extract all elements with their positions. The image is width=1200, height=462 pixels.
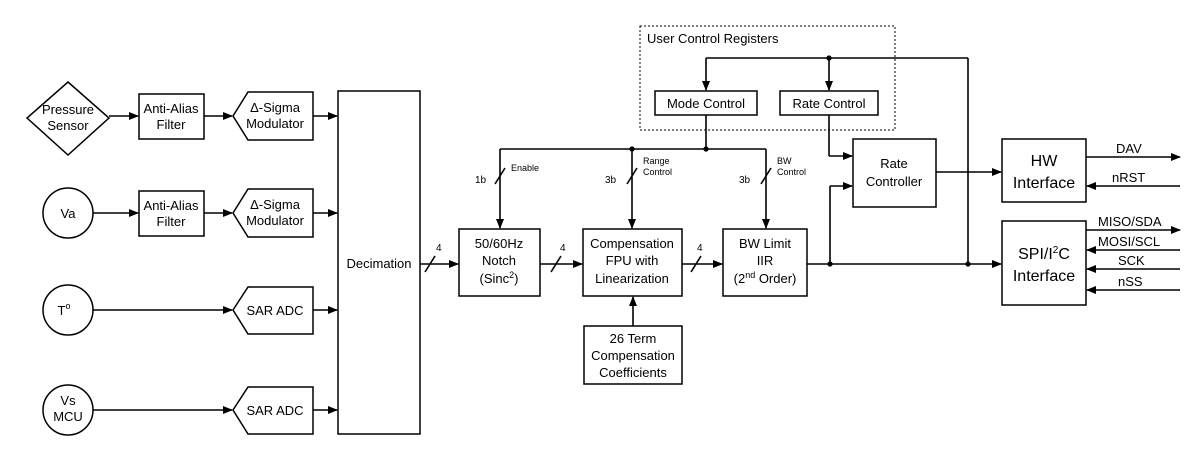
anti-alias-filter-1: Anti-Alias Filter: [138, 93, 205, 140]
va-source: Va: [42, 187, 94, 239]
mod2-label-1: Δ-Sigma: [250, 197, 301, 212]
temperature-label: To: [58, 301, 71, 318]
pressure-sensor-label-2: Sensor: [47, 118, 89, 133]
hw-interface: HW Interface: [1001, 138, 1087, 203]
connections: [93, 55, 1181, 414]
rate-control: Rate Control: [779, 90, 879, 116]
signal-sck: SCK: [1118, 253, 1145, 268]
bw-control-label-2: Control: [777, 167, 806, 177]
bus-width-3: 4: [697, 243, 703, 254]
va-label: Va: [61, 206, 77, 221]
notch-label-2: Notch: [482, 253, 516, 268]
signal-labels: DAV nRST MISO/SDA MOSI/SCL SCK nSS: [1098, 141, 1162, 289]
bw-label-1: BW Limit: [739, 236, 791, 251]
rate-control-label: Rate Control: [793, 96, 866, 111]
comp-label-2: FPU with: [606, 253, 659, 268]
user-control-registers: User Control Registers: [639, 25, 896, 131]
decimation-label: Decimation: [346, 256, 411, 271]
range-label-2: Control: [643, 167, 672, 177]
range-bits: 3b: [605, 175, 617, 186]
signal-nss: nSS: [1118, 274, 1143, 289]
mode-control: Mode Control: [654, 90, 758, 116]
mod2-label-2: Modulator: [246, 213, 304, 228]
aa2-label-1: Anti-Alias: [144, 198, 199, 213]
vs-mcu-source: Vs MCU: [42, 384, 94, 436]
ucr-label: User Control Registers: [647, 31, 779, 46]
rate-controller-label-1: Rate: [880, 156, 907, 171]
aa2-label-2: Filter: [157, 214, 187, 229]
delta-sigma-modulator-1: Δ-Sigma Modulator: [232, 91, 314, 141]
bus-width-1: 4: [436, 243, 442, 254]
pressure-sensor-label-1: Pressure: [42, 102, 94, 117]
mod1-label-1: Δ-Sigma: [250, 100, 301, 115]
bw-limit-iir: BW Limit IIR (2nd Order): [722, 228, 808, 297]
sar-adc-1: SAR ADC: [232, 286, 314, 335]
sar-adc-2: SAR ADC: [232, 386, 314, 435]
sar1-label: SAR ADC: [246, 303, 303, 318]
range-label-1: Range: [643, 156, 670, 166]
compensation-fpu: Compensation FPU with Linearization: [582, 228, 683, 297]
signal-mosi-scl: MOSI/SCL: [1098, 234, 1160, 249]
delta-sigma-modulator-2: Δ-Sigma Modulator: [232, 188, 314, 238]
comp-label-1: Compensation: [590, 236, 674, 251]
comp-label-3: Linearization: [595, 271, 669, 286]
signal-miso-sda: MISO/SDA: [1098, 214, 1162, 229]
decimation-block: Decimation: [337, 90, 421, 435]
bw-control-label-1: BW: [777, 156, 792, 166]
signal-nrst: nRST: [1112, 170, 1145, 185]
rate-controller-label-2: Controller: [866, 174, 923, 189]
signal-dav: DAV: [1116, 141, 1142, 156]
coef-label-1: 26 Term: [610, 331, 657, 346]
aa1-label-2: Filter: [157, 117, 187, 132]
pressure-sensor: Pressure Sensor: [25, 81, 111, 157]
spi-i2c-interface: SPI/I2C Interface: [1001, 220, 1087, 306]
vs-label-2: MCU: [53, 409, 83, 424]
mode-control-label: Mode Control: [667, 96, 745, 111]
hw-label-2: Interface: [1013, 175, 1075, 192]
coef-label-2: Compensation: [591, 348, 675, 363]
bus-width-2: 4: [560, 243, 566, 254]
temperature-source: To: [42, 284, 94, 336]
sar2-label: SAR ADC: [246, 403, 303, 418]
notch-label-1: 50/60Hz: [475, 236, 523, 251]
coef-label-3: Coefficients: [599, 365, 667, 380]
bw-label-2: IIR: [757, 253, 774, 268]
bus-labels: 4 4 4 1b Enable 3b Range Control 3b BW C…: [436, 156, 806, 254]
anti-alias-filter-2: Anti-Alias Filter: [138, 190, 205, 237]
rate-controller: Rate Controller: [852, 138, 937, 208]
coefficients-block: 26 Term Compensation Coefficients: [583, 325, 683, 385]
notch-filter: 50/60Hz Notch (Sinc2): [458, 228, 541, 297]
bw-bits: 3b: [739, 175, 751, 186]
enable-label: Enable: [511, 163, 539, 173]
aa1-label-1: Anti-Alias: [144, 101, 199, 116]
enable-bits: 1b: [475, 175, 487, 186]
notch-label-3: (Sinc2): [480, 270, 519, 286]
bw-label-3: (2nd Order): [734, 270, 797, 286]
spi-label-1: SPI/I2C: [1018, 245, 1070, 263]
spi-label-2: Interface: [1013, 268, 1075, 285]
hw-label-1: HW: [1031, 153, 1059, 170]
mod1-label-2: Modulator: [246, 116, 304, 131]
vs-label-1: Vs: [60, 393, 76, 408]
